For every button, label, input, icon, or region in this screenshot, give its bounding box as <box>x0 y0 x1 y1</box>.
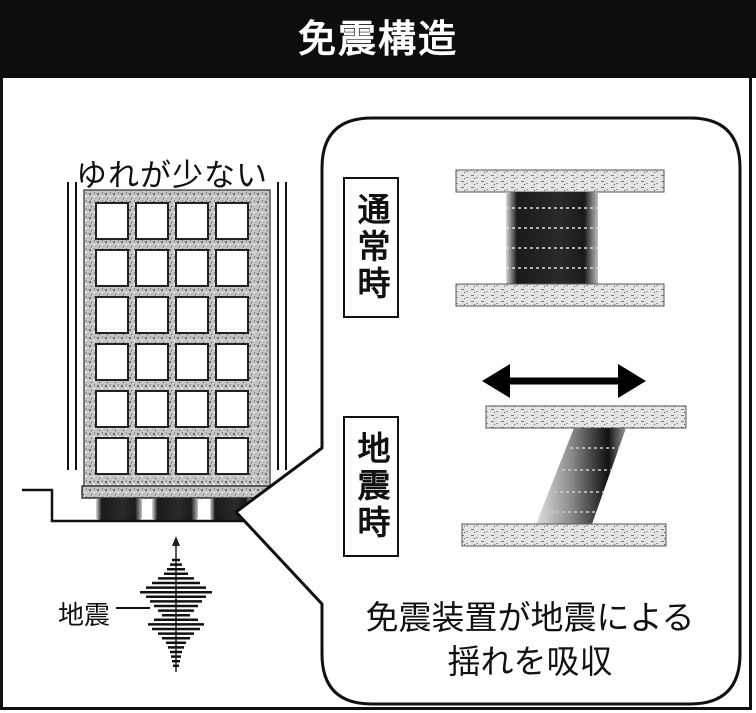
seismic-wave-icon <box>116 536 212 672</box>
building-window <box>175 343 209 381</box>
earthquake-time-label-box: 地震時 <box>343 416 399 557</box>
building-window <box>215 249 249 287</box>
building-window <box>135 343 169 381</box>
building-window <box>95 437 129 475</box>
isolator-bearing <box>152 498 198 520</box>
figure-frame <box>0 78 752 710</box>
building <box>81 189 273 520</box>
isolator-bearing <box>96 498 142 520</box>
building-window <box>95 343 129 381</box>
callout-caption: 免震装置が地震による 揺れを吸収 <box>350 596 710 684</box>
building-window <box>135 202 169 240</box>
bearing-normal <box>455 169 665 307</box>
building-window <box>95 390 129 428</box>
earthquake-label: 地震 <box>58 601 111 631</box>
title-bar <box>0 0 756 78</box>
sway-arrow <box>482 364 646 398</box>
building-window <box>135 249 169 287</box>
callout-line-2: 揺れを吸収 <box>447 642 613 681</box>
building-window <box>215 437 249 475</box>
building-window <box>175 249 209 287</box>
building-window <box>95 202 129 240</box>
building-window <box>215 390 249 428</box>
callout-line-1: 免震装置が地震による <box>365 598 695 637</box>
ground-line <box>22 488 300 523</box>
normal-time-label-box: 通常時 <box>343 177 399 318</box>
figure-title: 免震構造 <box>297 17 458 61</box>
building-windows <box>95 202 249 475</box>
building-window <box>215 296 249 334</box>
building-window <box>215 343 249 381</box>
building-window <box>95 249 129 287</box>
building-window <box>215 202 249 240</box>
building-window <box>175 202 209 240</box>
building-window <box>175 437 209 475</box>
sway-lines <box>67 182 287 470</box>
building-window <box>95 296 129 334</box>
building-window <box>135 296 169 334</box>
normal-time-label: 通常時 <box>352 192 391 303</box>
building-window <box>135 437 169 475</box>
bearing-earthquake <box>461 405 687 547</box>
building-window <box>175 390 209 428</box>
earthquake-time-label: 地震時 <box>352 431 391 542</box>
building-window <box>175 296 209 334</box>
building-window <box>135 390 169 428</box>
less-sway-label: ゆれが少ない <box>76 158 268 194</box>
